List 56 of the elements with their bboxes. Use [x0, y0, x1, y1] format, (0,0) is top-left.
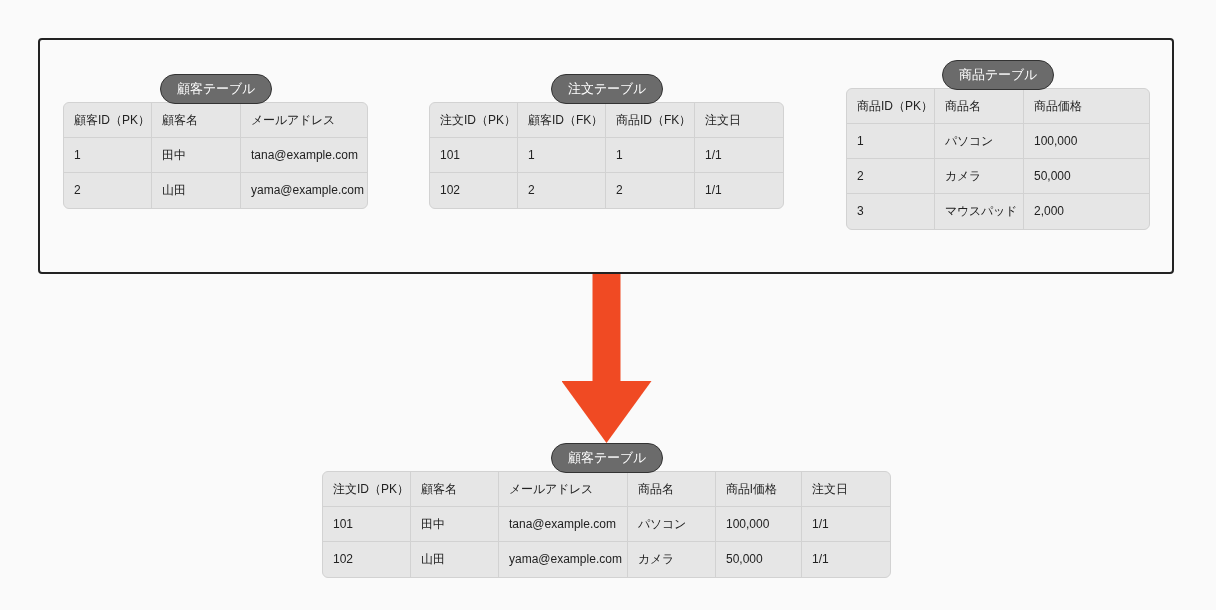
header-cell: 注文ID（PK） — [323, 472, 411, 507]
table-cell: 2 — [606, 173, 695, 208]
table-cell-text: 1/1 — [811, 551, 830, 568]
table-cell: 山田 — [411, 542, 499, 577]
table-cell: 1/1 — [802, 507, 890, 542]
table-cell-text: 2,000 — [1033, 203, 1066, 220]
table-cell: 2 — [847, 159, 935, 194]
header-cell: 商品名 — [628, 472, 716, 507]
header-cell: 注文ID（PK） — [430, 103, 518, 138]
table-cell: カメラ — [935, 159, 1024, 194]
table-title-tag: 注文テーブル — [550, 74, 663, 104]
table-cell: 100,000 — [1024, 124, 1149, 159]
header-cell: 顧客ID（FK） — [518, 103, 606, 138]
header-cell: メールアドレス — [499, 472, 628, 507]
table-title-tag: 顧客テーブル — [550, 443, 663, 473]
table-cell: tana@example.com — [241, 138, 367, 173]
table-cell: カメラ — [628, 542, 716, 577]
table-cell: 田中 — [411, 507, 499, 542]
table-cell: 101 — [430, 138, 518, 173]
table-cell: 102 — [323, 542, 411, 577]
table-cell: 1 — [606, 138, 695, 173]
table-title-tag: 商品テーブル — [942, 60, 1054, 90]
table-cell: 山田 — [152, 173, 241, 208]
header-cell: 商品名 — [935, 89, 1024, 124]
table-cell-text: 1/1 — [704, 182, 723, 199]
header-cell: メールアドレス — [241, 103, 367, 138]
table-title-tag: 顧客テーブル — [159, 74, 272, 104]
table-cell: 1 — [518, 138, 606, 173]
table-cell: 50,000 — [1024, 159, 1149, 194]
table-cell: 1 — [847, 124, 935, 159]
header-cell: 商品ID（PK） — [847, 89, 935, 124]
table-cell: 102 — [430, 173, 518, 208]
table-cell: パソコン — [935, 124, 1024, 159]
table-cell: 1/1 — [695, 138, 783, 173]
frame-border — [38, 38, 1174, 274]
header-cell: 商品l価格 — [716, 472, 802, 507]
header-cell: 顧客名 — [152, 103, 241, 138]
header-cell: 商品ID（FK） — [606, 103, 695, 138]
table-cell: 3 — [847, 194, 935, 229]
header-cell: 顧客ID（PK） — [64, 103, 152, 138]
header-cell: 商品価格 — [1024, 89, 1149, 124]
header-cell: 注文日 — [695, 103, 783, 138]
table-cell: 田中 — [152, 138, 241, 173]
table-cell: 101 — [323, 507, 411, 542]
table-cell: マウスパッド — [935, 194, 1024, 229]
table-cell: 2 — [64, 173, 152, 208]
table-cell: パソコン — [628, 507, 716, 542]
table-cell: 100,000 — [716, 507, 802, 542]
header-cell: 注文日 — [802, 472, 890, 507]
table-cell: 2 — [518, 173, 606, 208]
table-cell-text: yama@example.com — [250, 182, 365, 199]
table-cell: yama@example.com — [499, 542, 628, 577]
table-cell: 50,000 — [716, 542, 802, 577]
header-cell: 顧客名 — [411, 472, 499, 507]
table-cell: 1 — [64, 138, 152, 173]
table-cell: tana@example.com — [499, 507, 628, 542]
